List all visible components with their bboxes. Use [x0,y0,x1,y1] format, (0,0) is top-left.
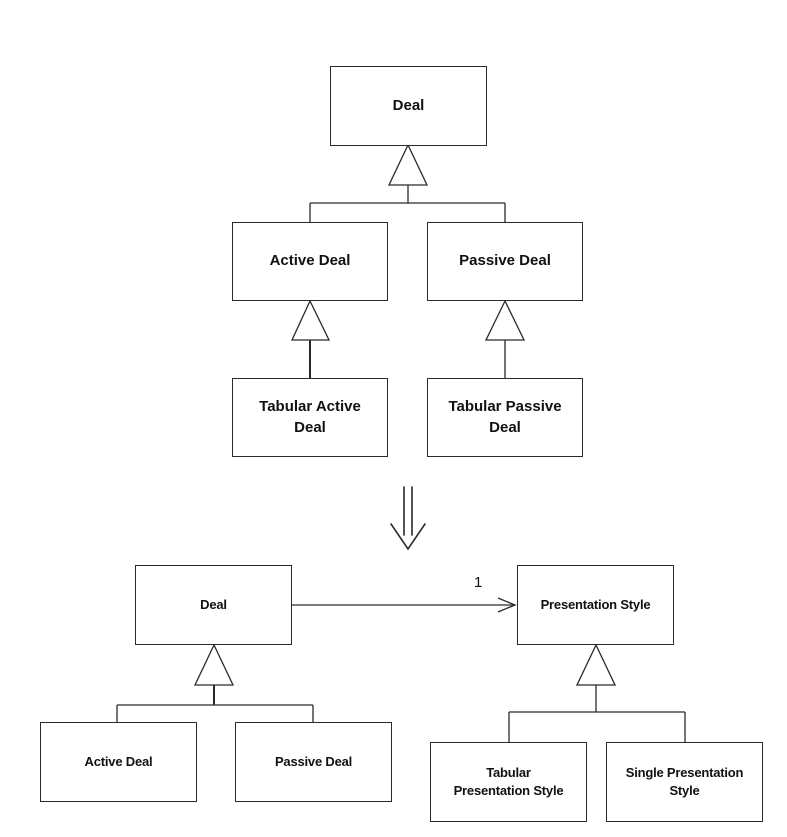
generalization-triangle-passive-deal [484,299,526,341]
association-arrowhead [497,597,517,613]
presentation-style-class-box: Presentation Style [517,565,674,645]
passive-deal-class-label-bottom: Passive Deal [274,754,353,770]
tabular-active-deal-class-label: Tabular Active Deal [259,398,361,436]
deal-class-box: Deal [330,66,487,146]
association-multiplicity: 1 [474,574,483,591]
active-deal-class-box-bottom: Active Deal [40,722,197,802]
active-deal-class-box: Active Deal [232,222,388,301]
active-deal-class-label: Active Deal [269,252,351,270]
deal-class-label-bottom: Deal [200,597,227,613]
tabular-active-deal-class-box: Tabular Active Deal [232,378,388,457]
tabular-presentation-style-class-label: Tabular Presentation Style [453,765,564,798]
generalization-triangle-deal-bottom [193,643,235,686]
tabular-passive-deal-class-label: Tabular Passive Deal [448,398,562,436]
active-deal-class-label-bottom: Active Deal [84,754,153,770]
transform-double-arrow [390,486,426,551]
tabular-presentation-style-class-box: Tabular Presentation Style [430,742,587,822]
single-presentation-style-class-label: Single Presentation Style [625,765,744,798]
tabular-passive-deal-class-box: Tabular Passive Deal [427,378,583,457]
passive-deal-class-box: Passive Deal [427,222,583,301]
generalization-triangle-deal [387,143,429,186]
deal-class-label: Deal [392,96,425,114]
passive-deal-class-label: Passive Deal [459,252,551,270]
generalization-triangle-presentation-style [575,643,617,686]
generalization-triangle-active-deal [290,299,331,341]
deal-class-box-bottom: Deal [135,565,292,645]
passive-deal-class-box-bottom: Passive Deal [235,722,392,802]
presentation-style-class-label: Presentation Style [540,597,651,613]
single-presentation-style-class-box: Single Presentation Style [606,742,763,822]
